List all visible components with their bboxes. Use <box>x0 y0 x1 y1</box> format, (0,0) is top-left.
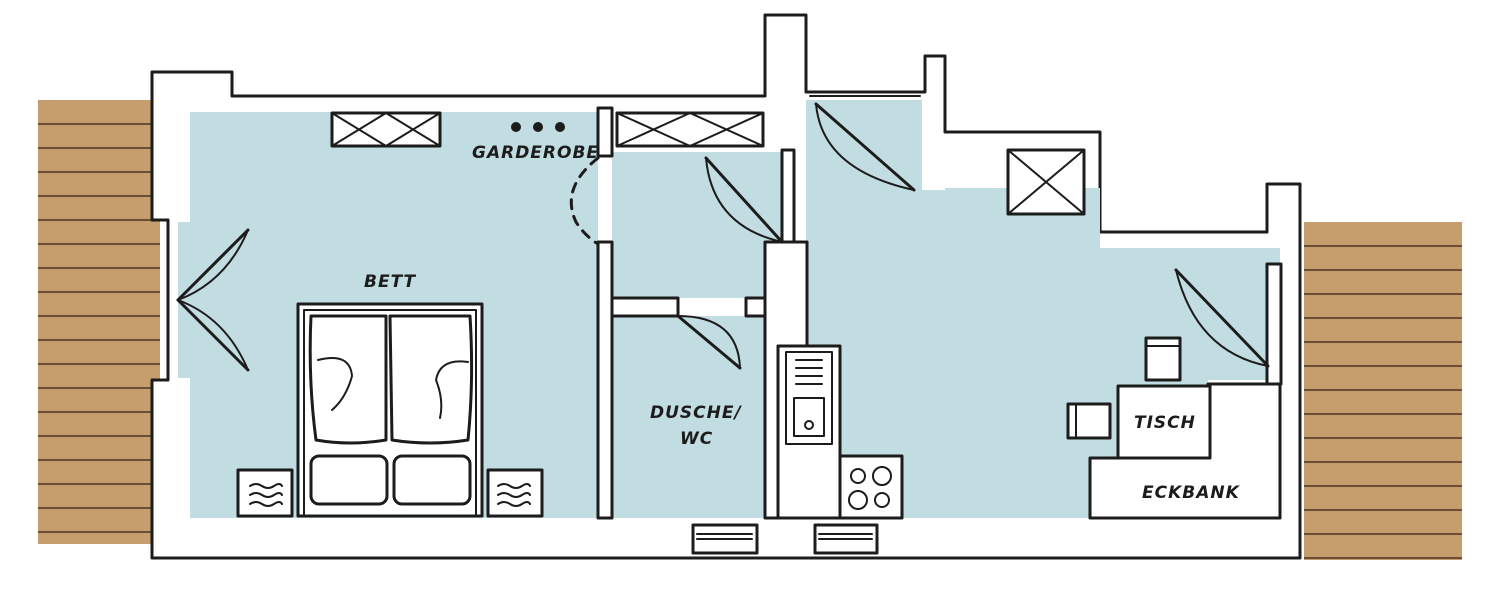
terrace-right <box>1304 222 1462 560</box>
hallway-door <box>704 156 784 244</box>
kitchen-counter <box>776 344 904 520</box>
chair-top <box>1144 336 1182 382</box>
entrance-door <box>809 95 921 192</box>
bottom-window-right <box>813 523 879 555</box>
room-shower <box>612 316 765 518</box>
terrace-left <box>38 100 160 544</box>
label-wc: WC <box>680 429 713 449</box>
label-eckbank: ECKBANK <box>1142 483 1241 503</box>
wardrobe-bedroom-icon <box>330 111 442 148</box>
chair-left <box>1066 402 1112 440</box>
nightstand-left <box>236 468 294 518</box>
label-bett: BETT <box>364 272 417 292</box>
wardrobe-living-icon <box>1006 148 1086 216</box>
garderobe-hooks-icon <box>511 122 565 132</box>
sink-icon <box>785 351 833 445</box>
label-garderobe: GARDEROBE <box>472 143 599 163</box>
double-bed <box>296 302 484 518</box>
nightstand-right <box>486 468 544 518</box>
wardrobe-hallway-icon <box>615 111 765 148</box>
bottom-window-left <box>691 523 759 555</box>
terrace-door-right <box>1174 268 1270 368</box>
dining-table <box>1116 384 1212 460</box>
stove-icon <box>848 466 892 510</box>
room-hallway <box>612 152 782 298</box>
wardrobe-door <box>569 156 600 246</box>
terrace-door-left <box>176 228 250 372</box>
label-dusche: DUSCHE/ <box>650 403 742 423</box>
shower-door <box>676 314 742 370</box>
label-tisch: TISCH <box>1134 413 1196 433</box>
